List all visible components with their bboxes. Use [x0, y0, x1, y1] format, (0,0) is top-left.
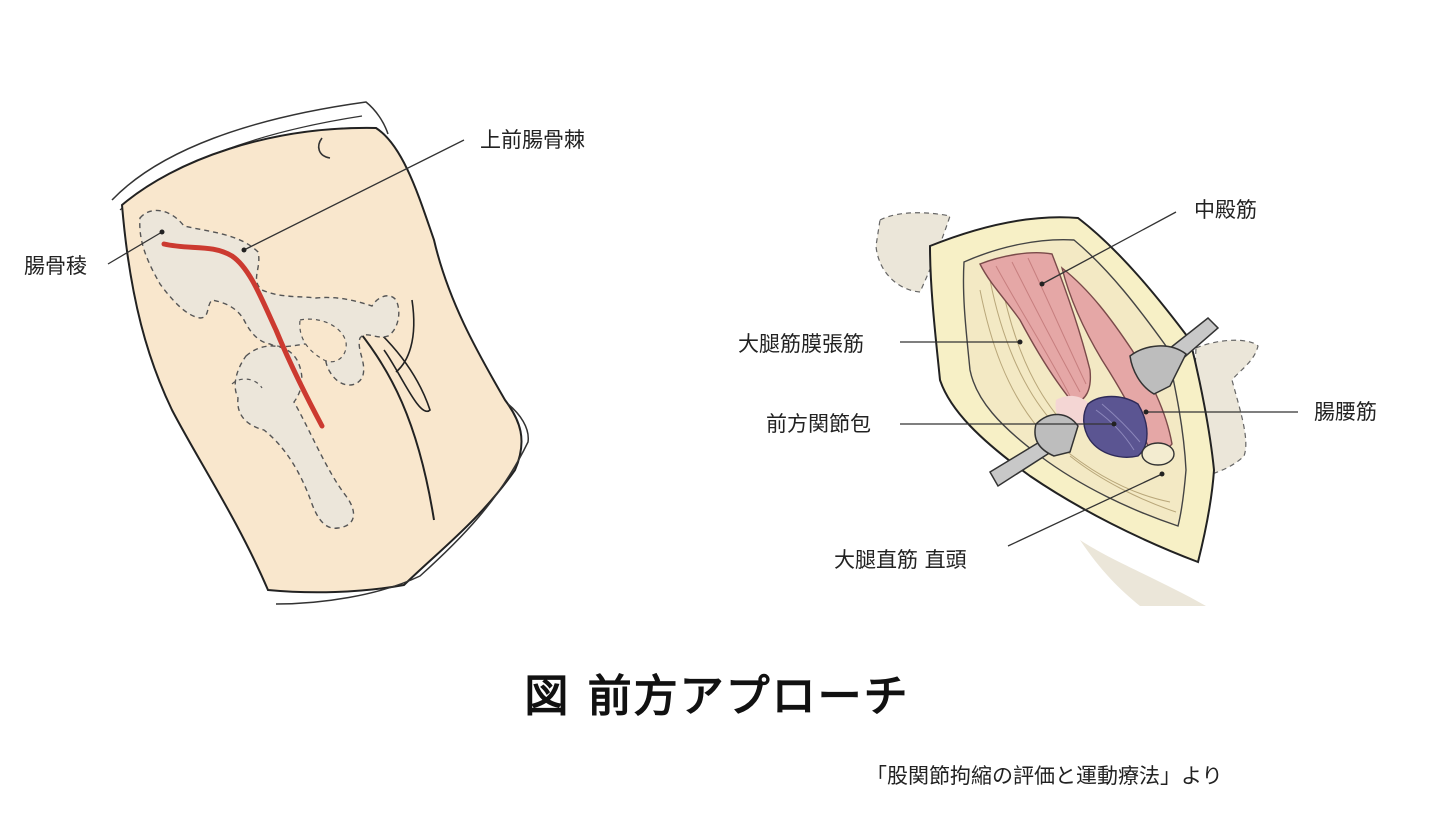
- leg-fold: [395, 299, 415, 373]
- label-iliopsoas: 腸腰筋: [1314, 400, 1377, 424]
- navel: [317, 137, 331, 159]
- thigh-crease-outer: [357, 329, 435, 521]
- leader-dot-rectus: [1159, 471, 1165, 477]
- leader-dot-iliac-crest: [159, 229, 165, 235]
- label-iliac-spine: 上前腸骨棘: [480, 128, 585, 152]
- label-rectus-femoris: 大腿直筋 直頭: [834, 548, 967, 572]
- gluteus-medius-muscle: [979, 252, 1092, 405]
- leader-gluteus-medius: [1041, 211, 1177, 285]
- label-anterior-capsule: 前方関節包: [766, 412, 871, 436]
- obturator-region: [299, 318, 347, 363]
- leader-dot-iliac-spine: [241, 247, 247, 253]
- surgical-bg-bottom: [1080, 540, 1206, 606]
- left-hip-illustration: [107, 101, 529, 605]
- capsule-fibres: [1095, 403, 1141, 451]
- figure-source: 「股関節拘縮の評価と運動療法」より: [866, 764, 1223, 788]
- label-tensor-fasciae-latae: 大腿筋膜張筋: [738, 332, 864, 356]
- gluteus-medius-fibres: [995, 257, 1087, 397]
- label-iliac-crest: 腸骨稜: [24, 254, 87, 278]
- figure-title: 図 前方アプローチ: [524, 671, 910, 722]
- retractor-top: [1129, 316, 1220, 395]
- right-surgical-illustration: [875, 211, 1298, 606]
- leader-dot-tensor: [1017, 339, 1023, 345]
- leader-dot-iliopsoas: [1143, 409, 1149, 415]
- label-gluteus-medius: 中殿筋: [1194, 198, 1257, 222]
- leader-iliac-spine: [243, 139, 465, 251]
- leader-dot-gluteus-medius: [1039, 281, 1045, 287]
- trochanter: [231, 378, 263, 389]
- femur-bone: [234, 345, 355, 529]
- leader-rectus: [1007, 473, 1163, 547]
- body-contour-upper: [111, 101, 389, 201]
- rectus-femoris-stump: [1141, 442, 1175, 466]
- incision-line: [161, 241, 325, 429]
- thigh-crease-inner: [367, 321, 431, 413]
- retractor-bottom: [988, 413, 1079, 488]
- leader-dot-capsule: [1111, 421, 1117, 427]
- leader-iliac-crest: [107, 231, 163, 265]
- body-contour-right: [275, 403, 529, 605]
